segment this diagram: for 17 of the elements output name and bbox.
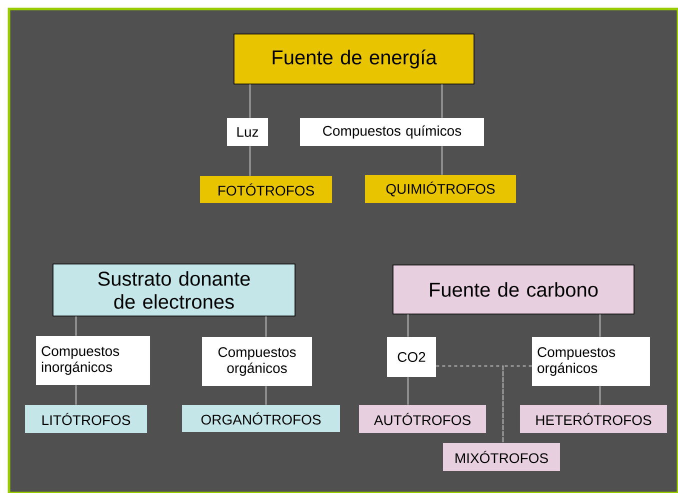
result-box: ORGANÓTROFOS: [182, 404, 340, 432]
connector-line: [502, 365, 532, 444]
category-box: Sustrato donante de electrones: [52, 264, 296, 316]
result-box: MIXÓTROFOS: [443, 442, 560, 471]
category-box: Fuente de carbono: [392, 264, 634, 314]
result-box: QUIMIÓTROFOS: [365, 175, 516, 203]
result-box: AUTÓTROFOS: [359, 404, 486, 433]
result-box: LITÓTROFOS: [25, 404, 147, 433]
criterion-box: Compuestos químicos: [300, 118, 484, 146]
criterion-box: Compuestos orgánicos: [532, 337, 650, 386]
result-box: HETERÓTROFOS: [520, 404, 667, 433]
criterion-box: Compuestos orgánicos: [202, 337, 312, 386]
category-box: Fuente de energía: [234, 34, 474, 84]
criterion-box: Luz: [227, 118, 268, 146]
criterion-box: CO2: [387, 337, 436, 377]
criterion-box: Compuestos inorgánicos: [36, 336, 150, 385]
result-box: FOTÓTROFOS: [200, 176, 332, 203]
